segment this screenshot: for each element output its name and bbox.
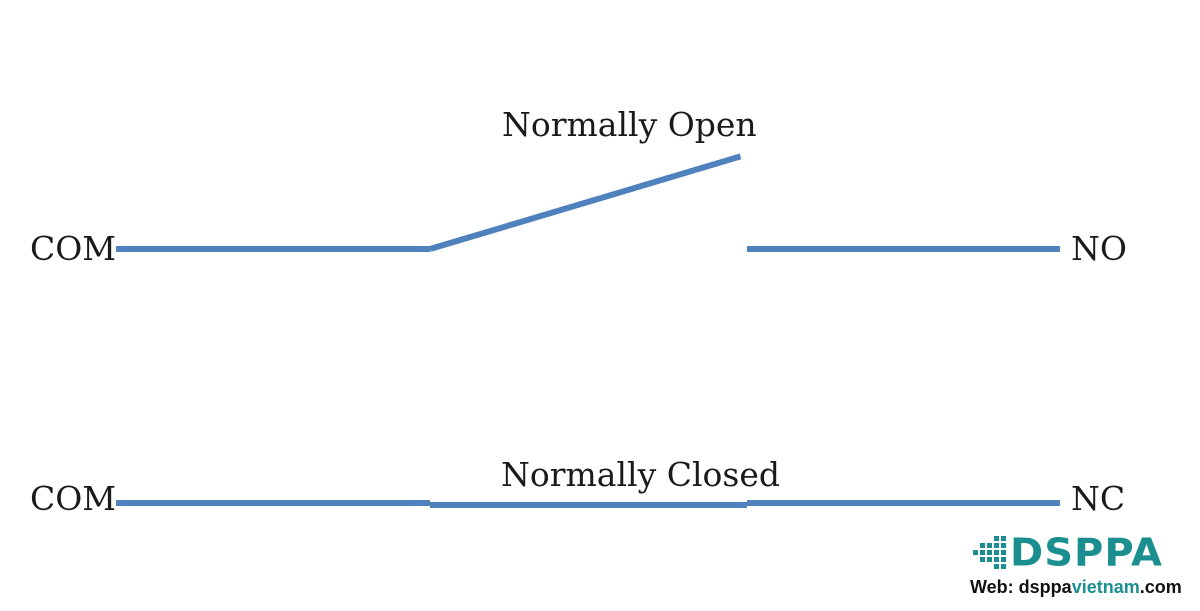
no-com-wire [116,246,430,252]
nc-terminal-wire [747,500,1060,506]
web-address: Web: dsppavietnam.com [970,578,1182,596]
web-domain-part2: vietnam [1071,577,1140,597]
no-switch-blade [429,153,742,252]
nc-terminal-label: NC [1071,479,1126,518]
normally-closed-title: Normally Closed [501,455,780,494]
nc-com-label: COM [30,479,117,518]
web-domain-part1: dsppa [1018,577,1072,597]
dots-grid-icon [973,536,1006,569]
no-com-label: COM [30,229,117,268]
normally-open-title: Normally Open [502,105,757,144]
nc-com-wire [116,500,430,506]
web-prefix: Web: [970,577,1019,597]
dsppa-logo: DSPPA Web: dsppavietnam.com [968,534,1183,600]
no-terminal-wire [747,246,1060,252]
nc-contact-bar [430,502,747,508]
dsppa-wordmark: DSPPA [1010,531,1163,575]
no-terminal-label: NO [1071,229,1127,268]
web-domain-part3: .com [1139,577,1182,597]
